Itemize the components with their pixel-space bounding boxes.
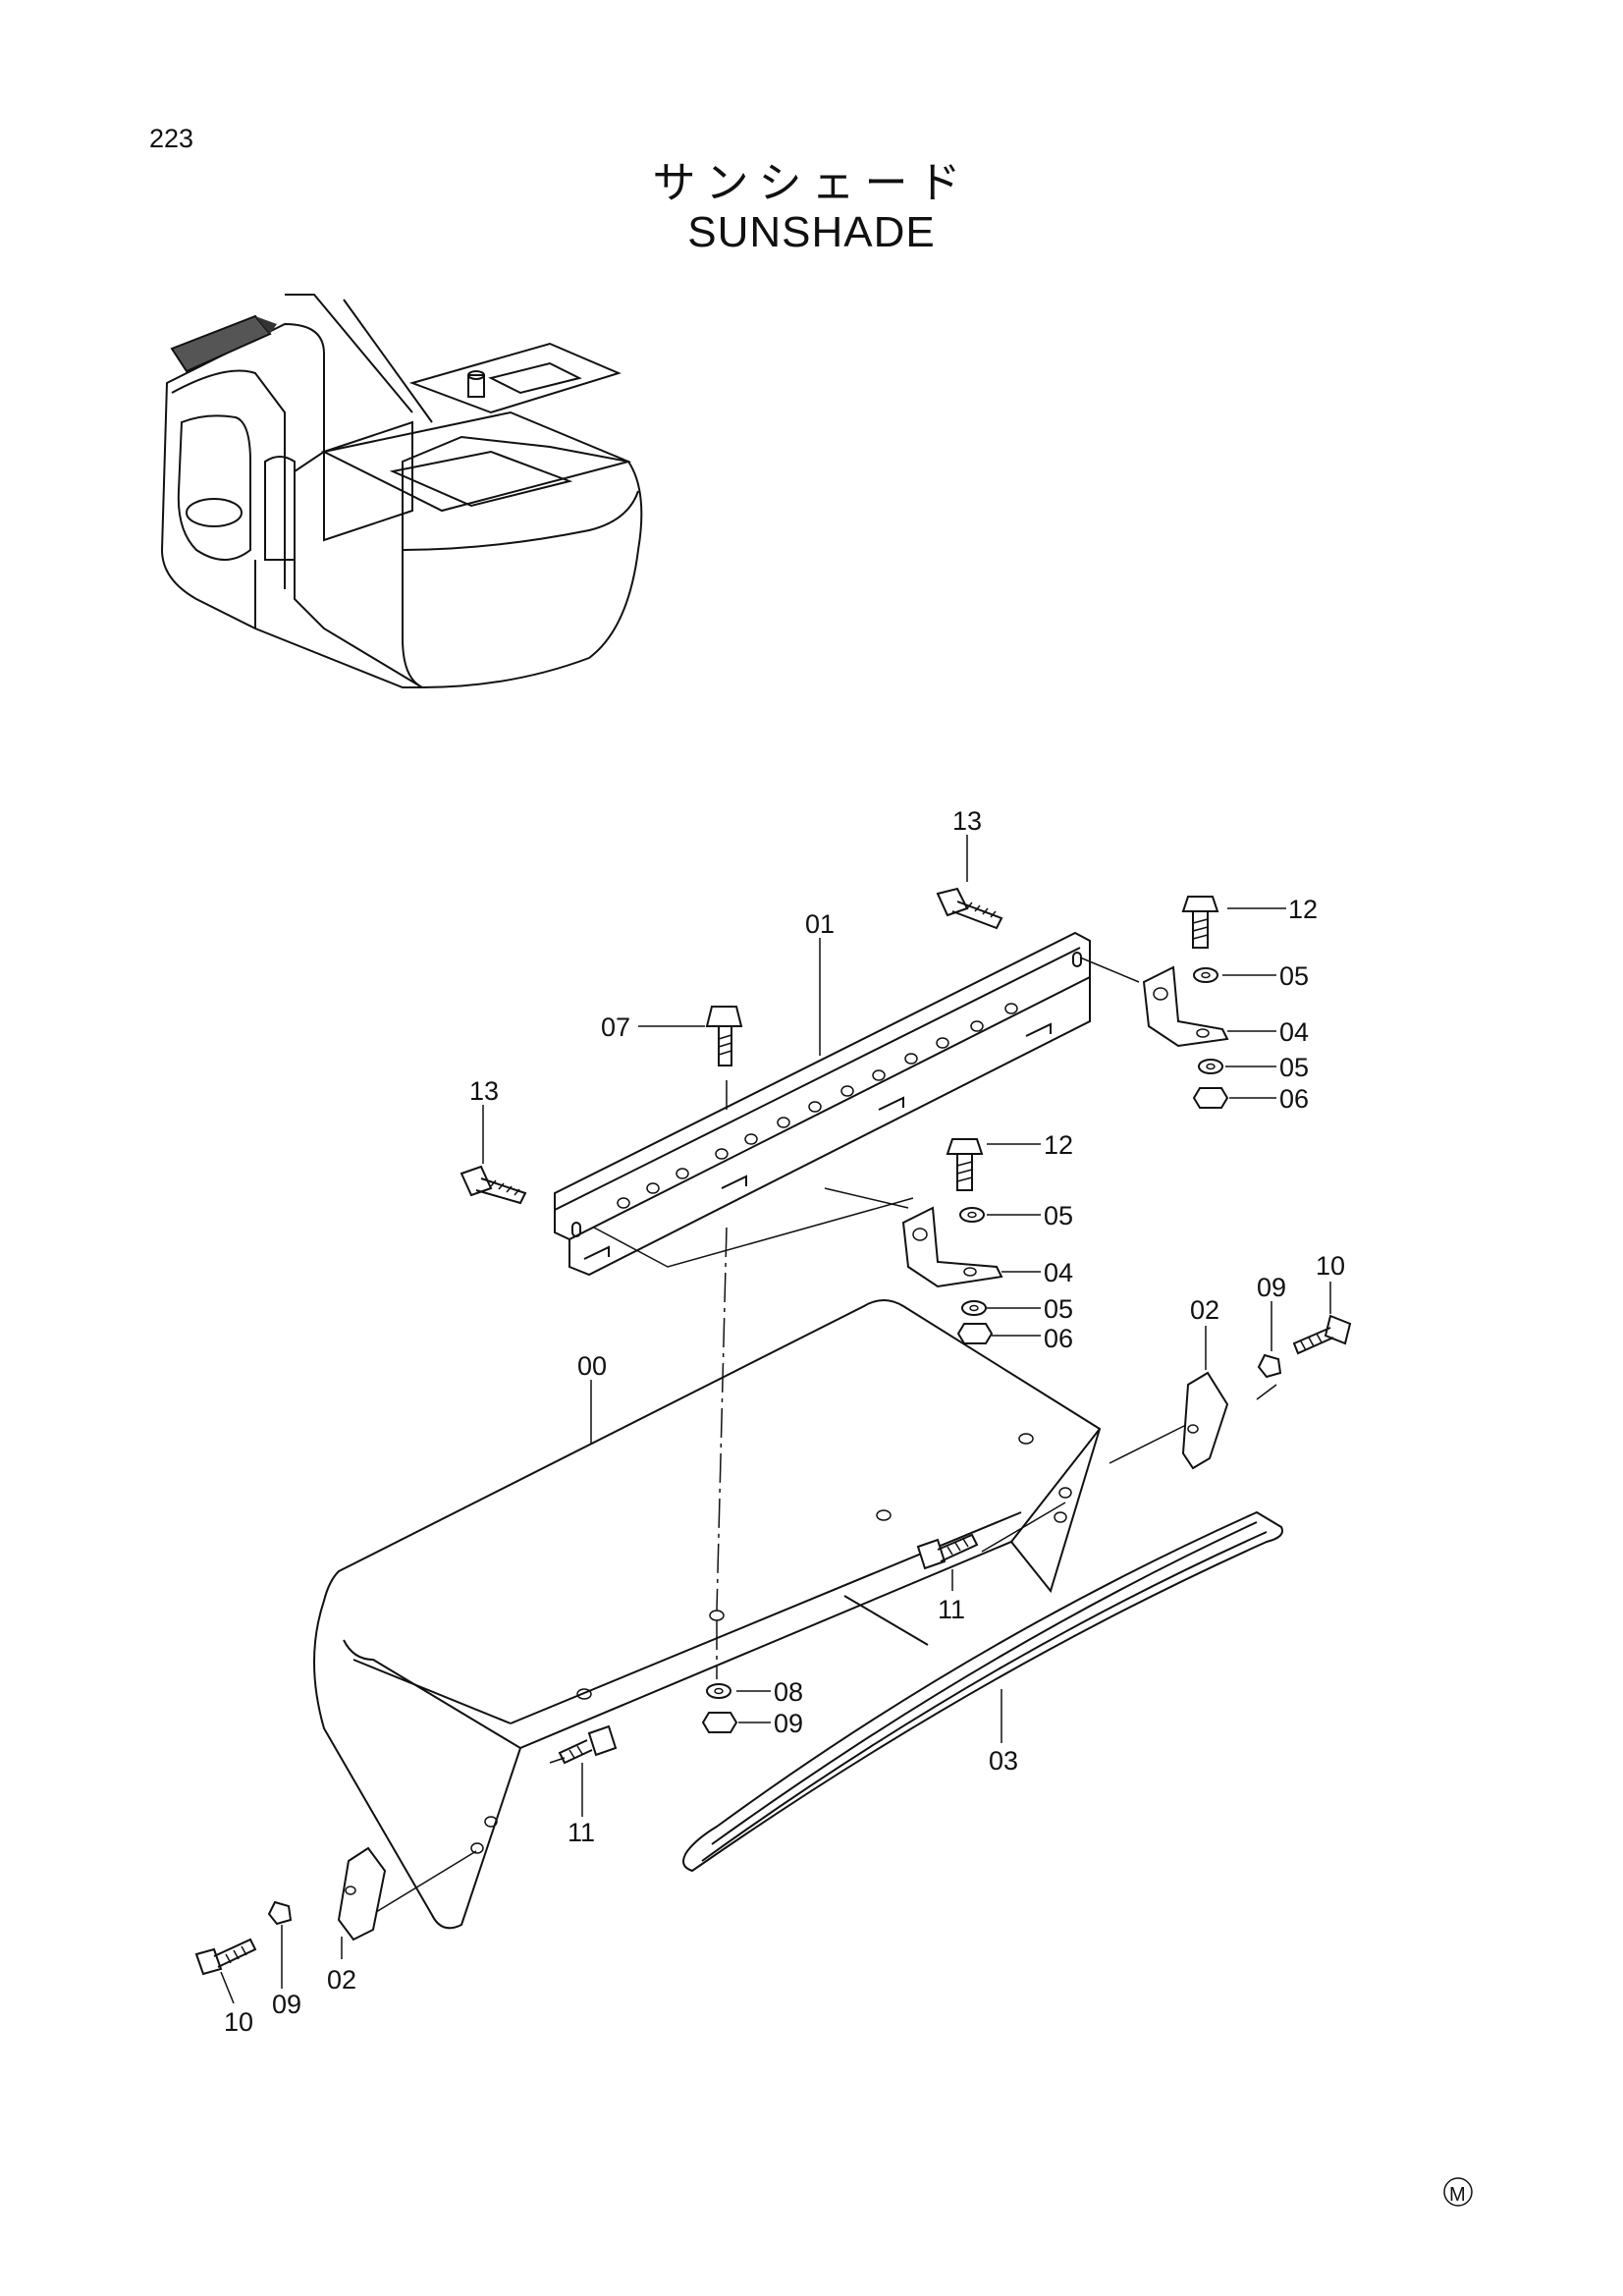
bolt-11-left [558,1724,618,1765]
bolt-12-upper [1181,896,1219,949]
plate-04-upper [1142,965,1229,1048]
label-08: 08 [774,1677,803,1707]
bolt-13-upper [936,887,1003,930]
label-13-upper: 13 [952,806,982,836]
label-03: 03 [989,1746,1018,1776]
label-05-b: 05 [1279,1053,1309,1082]
svg-text:M: M [1449,2184,1466,2206]
bolt-11-right [916,1533,979,1570]
part-labels: 13 12 01 05 07 04 05 06 13 12 05 04 10 0… [224,806,1345,2037]
label-12-lower: 12 [1044,1130,1073,1160]
bracket-02-left [337,1846,387,1941]
bracket-02-right [1181,1371,1229,1470]
bracket-01 [554,931,1091,1277]
label-10-left: 10 [224,2007,253,2037]
label-05-c: 05 [1044,1201,1073,1230]
label-11-left: 11 [568,1818,595,1847]
label-09-right: 09 [1257,1273,1286,1302]
assembly-guide-lines [362,957,1277,1921]
title-english: SUNSHADE [687,208,936,256]
label-06-lower: 06 [1044,1324,1073,1353]
label-01: 01 [805,909,835,939]
label-07: 07 [601,1012,630,1042]
seal-strip-03 [682,1510,1283,1873]
bolt-10-left [194,1938,257,1976]
page-number: 223 [149,124,194,153]
circled-m-mark: M [1443,2177,1473,2207]
plate-04-lower [901,1206,1003,1288]
label-12-upper: 12 [1288,895,1318,924]
excavator-overview-illustration [160,294,643,689]
label-05-a: 05 [1279,961,1309,991]
label-04-lower: 04 [1044,1258,1073,1287]
label-10-right: 10 [1316,1251,1345,1281]
bolt-12-lower [946,1138,984,1191]
label-02-left: 02 [327,1965,356,1995]
label-13-left: 13 [469,1076,499,1106]
label-09-left: 09 [272,1990,301,2019]
bolt-07 [705,1006,743,1066]
bolt-13-left [460,1165,527,1205]
bracket-01-holes [617,1003,1018,1209]
label-02-right: 02 [1190,1295,1219,1325]
bolt-10-right [1292,1314,1352,1355]
title-japanese: サンシェード [652,158,971,208]
label-11-right: 11 [938,1595,965,1624]
label-09-center: 09 [774,1709,803,1738]
label-06-upper: 06 [1279,1084,1309,1114]
washers-and-nuts [267,967,1282,1926]
label-04-upper: 04 [1279,1017,1309,1047]
label-05-d: 05 [1044,1294,1073,1324]
label-00: 00 [577,1351,607,1381]
leader-lines [220,835,1331,2004]
